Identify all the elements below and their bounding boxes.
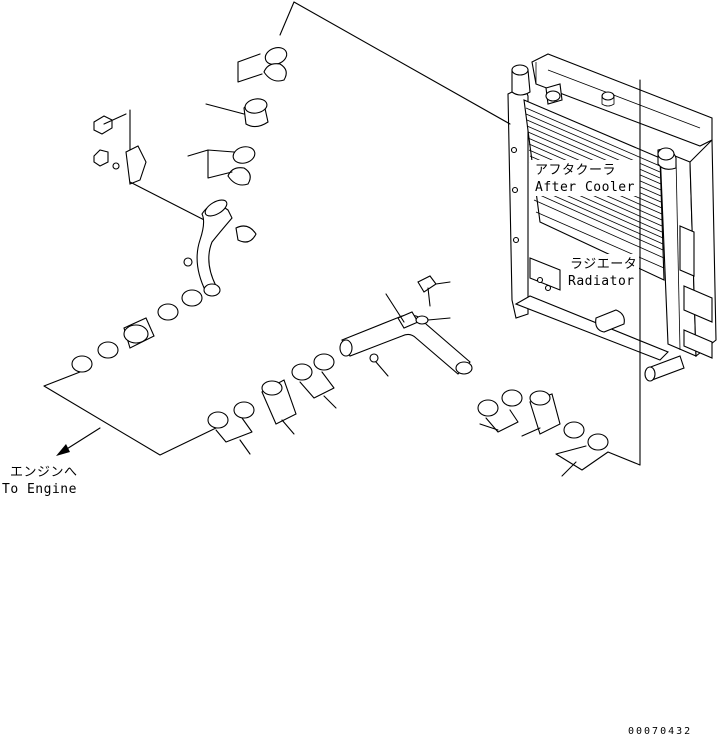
leader-upper-to-aftercooler xyxy=(279,1,511,125)
upper-curved-hose xyxy=(183,199,257,297)
lower-left-clamp-group xyxy=(207,353,337,455)
aftercooler-label-en: After Cooler xyxy=(535,180,635,195)
center-bolt-washer xyxy=(415,275,451,325)
to-engine-arrow xyxy=(56,427,101,456)
radiator-label-jp: ラジエータ xyxy=(570,257,637,272)
engine-label-jp: エンジンへ xyxy=(10,465,78,480)
right-lower-hose-group xyxy=(477,389,641,477)
drawing-code: 00070432 xyxy=(628,726,692,737)
upper-clamp-group xyxy=(187,47,288,186)
aftercooler-label-jp: アフタクーラ xyxy=(535,163,616,178)
radiator-aftercooler-assembly xyxy=(507,53,717,382)
center-elbow-pipe xyxy=(339,293,473,377)
radiator-label-en: Radiator xyxy=(568,274,635,289)
bracket-hardware-group xyxy=(93,109,217,227)
left-hose-chain xyxy=(43,289,217,456)
engine-label-en: To Engine xyxy=(2,482,77,497)
